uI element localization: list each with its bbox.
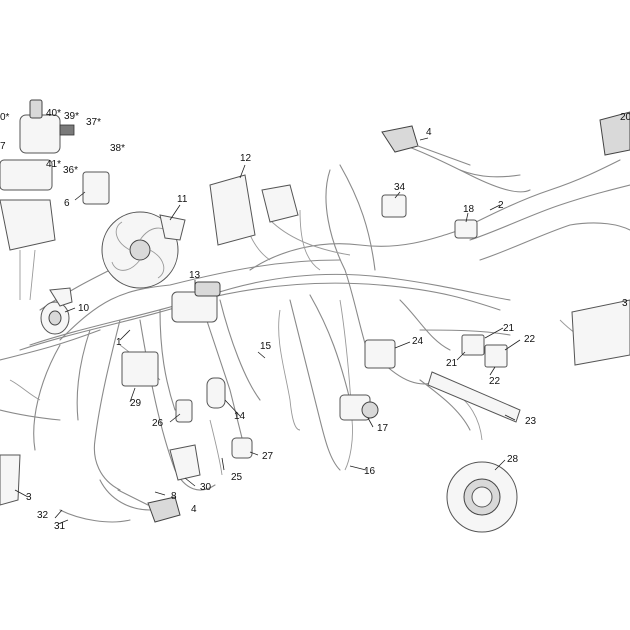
relay-part (82, 171, 110, 205)
callout-3: 3 (26, 492, 32, 503)
callout-17: 17 (377, 423, 389, 434)
callout-34: 34 (394, 182, 406, 193)
battery-strap-part (427, 371, 521, 423)
horn-part (40, 287, 73, 335)
callout-14: 14 (234, 411, 246, 422)
callout-20-partial: 20 (620, 112, 630, 123)
starter-relay-part (231, 437, 253, 459)
callout-15: 15 (260, 341, 272, 352)
sensor-part (175, 399, 193, 423)
callout-6: 6 (64, 198, 70, 209)
spark-plug-cap-part (206, 377, 226, 409)
callout-3-right-partial: 3 (622, 298, 628, 309)
callout-30: 30 (200, 482, 212, 493)
callout-40-partial: 0* (0, 112, 10, 123)
bracket-part (169, 444, 201, 481)
callout-26: 26 (152, 418, 164, 429)
tail-light-part (599, 111, 630, 156)
callout-40: 40* (46, 108, 61, 119)
relay-part-21 (461, 334, 485, 356)
callout-11: 11 (177, 194, 188, 205)
callout-labels: 4 2 12 11 13 6 10 1 29 26 14 25 27 30 8 … (0, 108, 630, 532)
callout-36: 36* (63, 165, 78, 176)
ignition-switch-part (0, 99, 75, 301)
switch-part (381, 194, 407, 218)
callout-29: 29 (130, 398, 142, 409)
callout-22-lower: 22 (489, 376, 501, 387)
leader-lines (14, 137, 521, 525)
callout-31: 31 (54, 521, 66, 532)
ecu-module-part (209, 174, 299, 246)
callout-21-upper: 21 (503, 323, 515, 334)
callout-28: 28 (507, 454, 519, 465)
callout-22-upper: 22 (524, 334, 536, 345)
callout-18: 18 (463, 204, 475, 215)
callout-16: 16 (364, 466, 376, 477)
callout-38: 38* (110, 143, 125, 154)
callout-27: 27 (262, 451, 274, 462)
callout-25: 25 (231, 472, 243, 483)
callout-1: 1 (116, 337, 122, 348)
turn-signal-rear-part (117, 489, 181, 523)
callout-7: 7 (0, 141, 6, 152)
stator-part (446, 461, 518, 533)
callout-10: 10 (78, 303, 90, 314)
callout-32: 32 (37, 510, 49, 521)
callout-2: 2 (498, 200, 504, 211)
speed-sensor-part (339, 394, 379, 421)
headlight-bracket-part (0, 454, 21, 506)
callout-23: 23 (525, 416, 537, 427)
voltage-regulator-part (121, 351, 159, 387)
radiator-fan-part (101, 211, 186, 289)
callout-39: 39* (64, 111, 79, 122)
relay-part-18 (454, 219, 478, 239)
battery-part (571, 299, 630, 366)
relay-part-22 (484, 344, 508, 368)
callout-41: 41* (46, 159, 61, 170)
callout-24: 24 (412, 336, 424, 347)
callout-37: 37* (86, 117, 101, 128)
callout-4-top: 4 (426, 127, 432, 138)
callout-12: 12 (240, 153, 252, 164)
turn-signal-front-part (381, 125, 471, 166)
callout-8: 8 (171, 491, 177, 502)
callout-21-lower: 21 (446, 358, 458, 369)
callout-4-bottom: 4 (191, 504, 197, 515)
ignition-coil-part (171, 281, 221, 323)
callout-13: 13 (189, 270, 201, 281)
fuse-box-part (364, 339, 396, 369)
